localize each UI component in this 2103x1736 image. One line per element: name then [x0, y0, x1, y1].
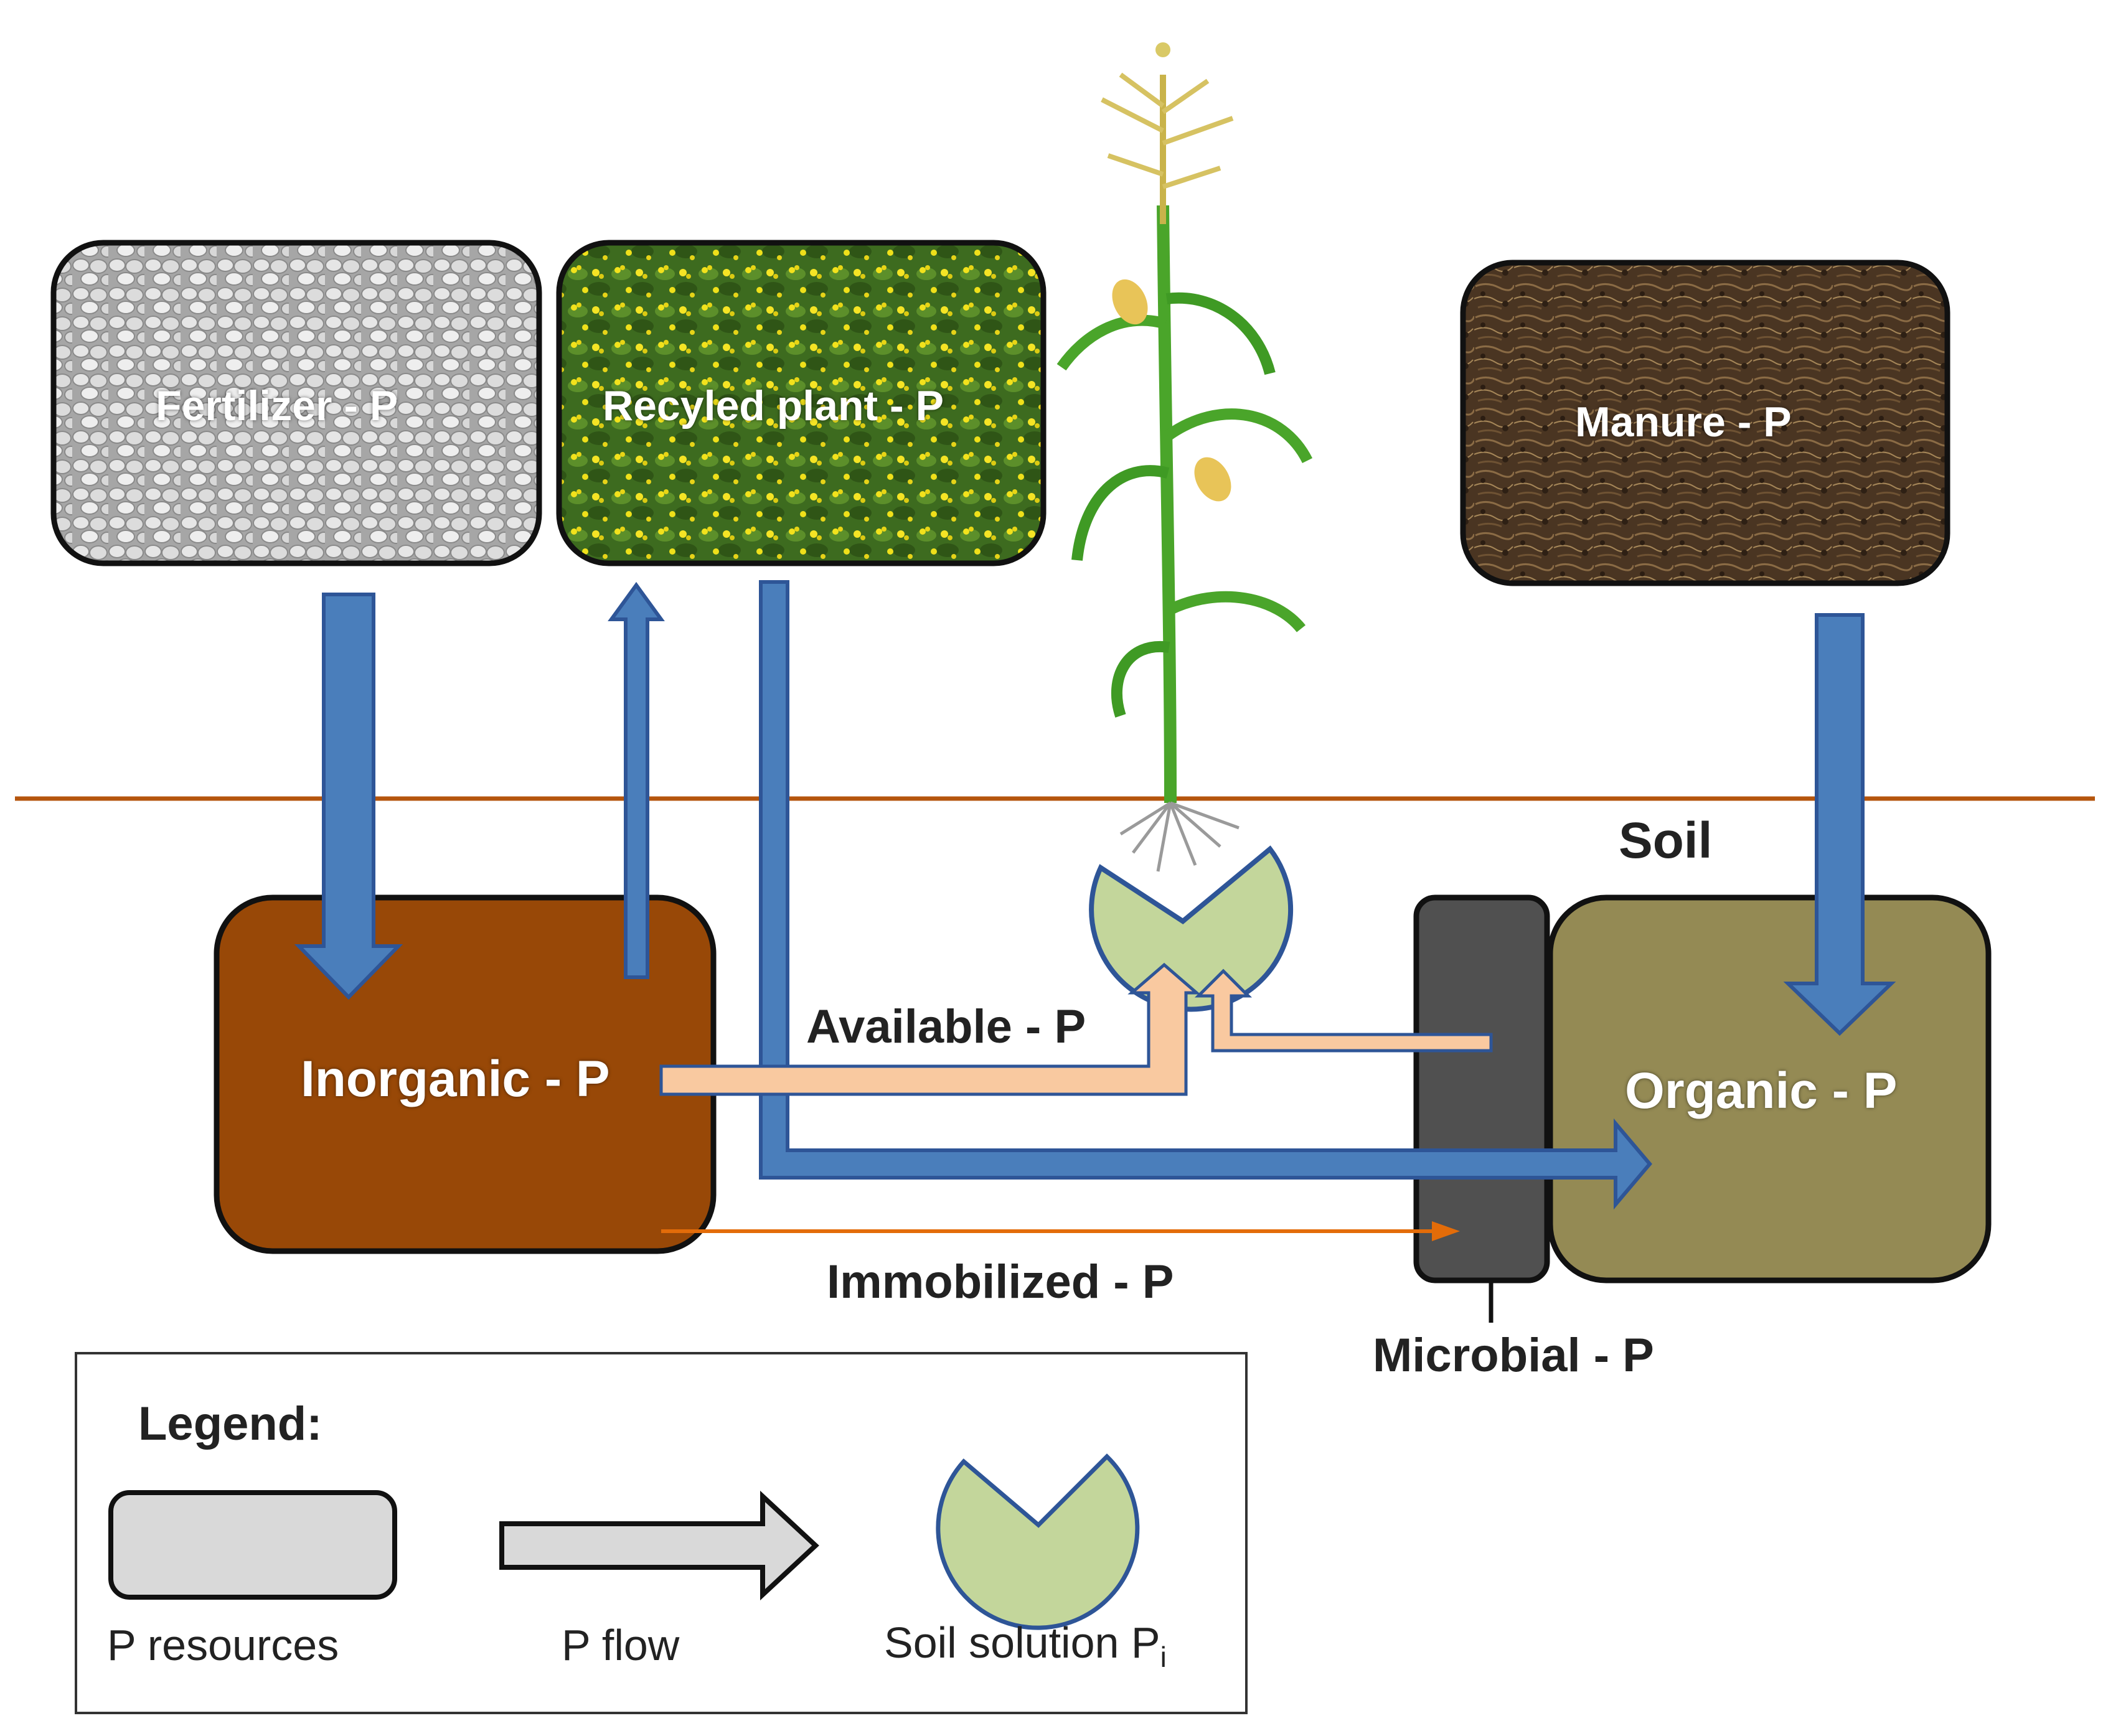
- legend-soil-solution-icon: [936, 1453, 1140, 1630]
- legend-flow-arrow-icon: [499, 1490, 819, 1601]
- fertilizer-flow-arrow: [294, 593, 403, 1000]
- plant-uptake-arrow: [608, 581, 665, 979]
- microbial-release-arrow: [1194, 969, 1493, 1053]
- legend-flow-label: P flow: [562, 1621, 680, 1669]
- manure-box: [1460, 260, 1950, 586]
- recycled-plant-label: Recyled plant - P: [603, 382, 944, 429]
- fertilizer-box: [50, 240, 542, 566]
- organic-label: Organic - P: [1625, 1063, 1898, 1119]
- residue-flow-arrow: [759, 580, 1652, 1210]
- fertilizer-label: Fertilizer - P: [156, 382, 398, 429]
- available-flow-arrow: [659, 962, 1201, 1096]
- inorganic-label: Inorganic - P: [301, 1051, 610, 1107]
- soil-solution-pool-icon: [1089, 845, 1294, 1012]
- recycled-plant-box: [556, 240, 1047, 566]
- soil-label: Soil: [1619, 812, 1713, 869]
- available-label: Available - P: [806, 1000, 1086, 1053]
- corn-plant-icon: [1056, 42, 1313, 872]
- immobilized-flow-arrow: [661, 1221, 1460, 1241]
- microbial-pool-box: [1413, 894, 1550, 1283]
- legend-solution-subscript: i: [1160, 1641, 1167, 1673]
- legend-title: Legend:: [138, 1397, 322, 1450]
- manure-label: Manure - P: [1575, 398, 1792, 446]
- legend-solution-text: Soil solution P: [884, 1618, 1160, 1667]
- microbial-label: Microbial - P: [1373, 1329, 1654, 1382]
- legend-resource-swatch: [108, 1490, 397, 1600]
- legend-resources-label: P resources: [107, 1621, 339, 1669]
- manure-flow-arrow: [1783, 613, 1896, 1036]
- immobilized-label: Immobilized - P: [827, 1255, 1174, 1308]
- legend-solution-label: Soil solution Pi: [884, 1621, 1167, 1671]
